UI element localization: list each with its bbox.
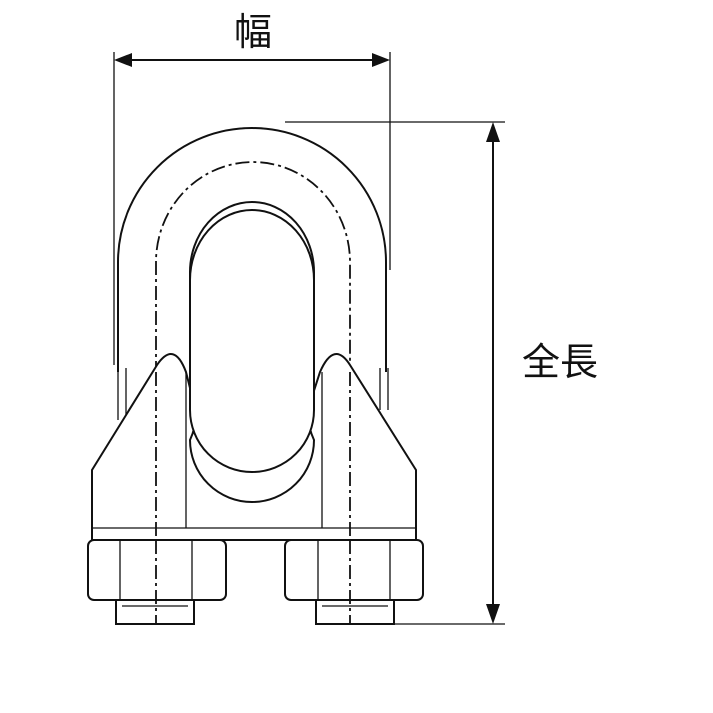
overall-length-dimension: 全長 (285, 121, 598, 625)
u-bolt (117, 127, 389, 600)
right-nut-body (284, 539, 424, 601)
saddle (91, 209, 417, 600)
right-bolt-thread (315, 599, 395, 625)
length-arrow-bottom (486, 604, 500, 624)
width-dimension: 幅 (113, 10, 391, 365)
u-bolt-centerline (155, 161, 351, 600)
u-bolt-outer-outline (117, 127, 387, 372)
right-nut (284, 539, 424, 625)
saddle-slot (189, 209, 315, 473)
u-bolt-lug-right (379, 368, 389, 410)
u-bolt-inner-outline (189, 201, 315, 372)
left-bolt-thread (115, 599, 195, 625)
width-label: 幅 (234, 10, 272, 54)
width-arrow-left (114, 53, 132, 67)
left-nut-body (87, 539, 227, 601)
width-arrow-right (372, 53, 390, 67)
u-bolt-lug-left (117, 368, 127, 420)
length-arrow-top (486, 122, 500, 142)
left-nut (87, 539, 227, 625)
overall-length-label: 全長 (522, 340, 598, 384)
